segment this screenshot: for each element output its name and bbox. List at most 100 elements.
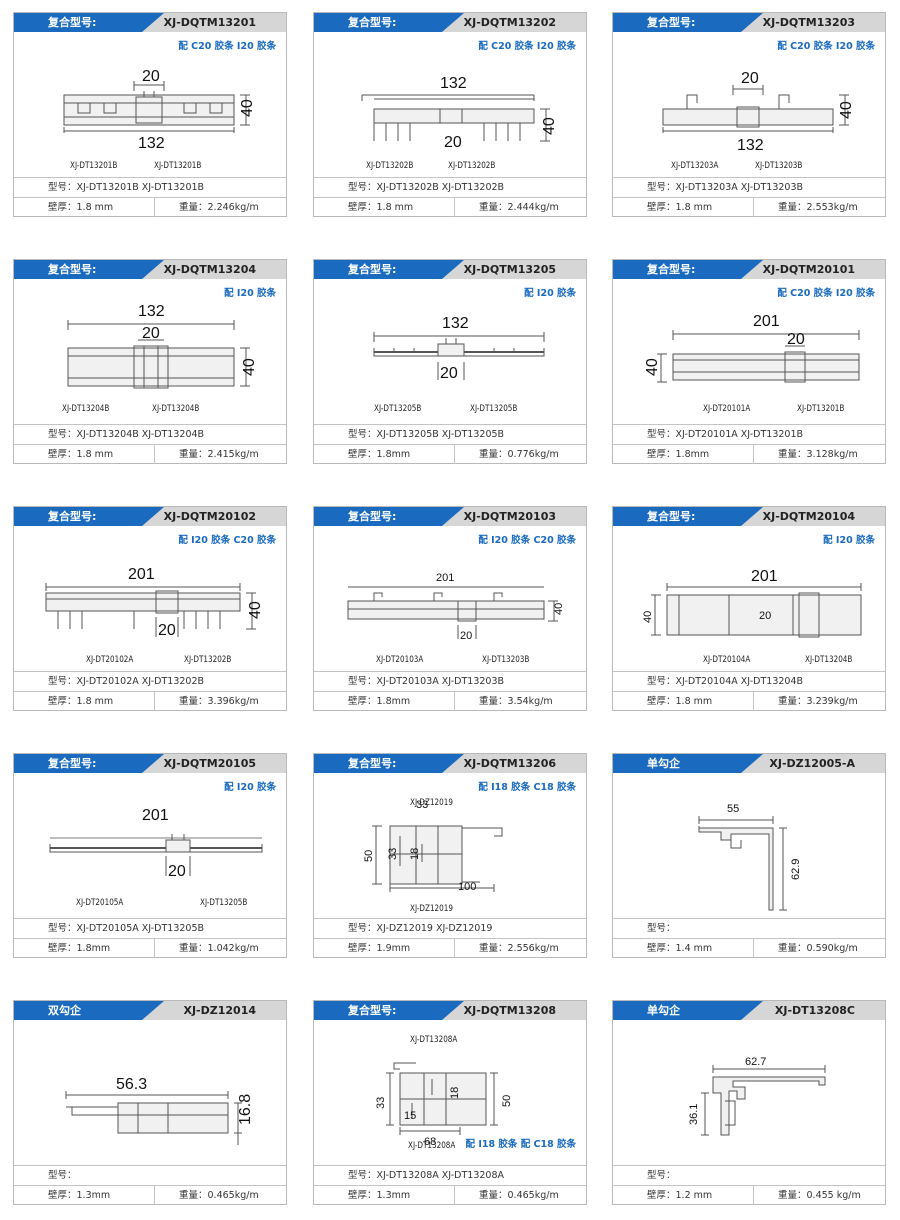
gasket-note: 配 C20 胶条 I20 胶条 [777, 288, 875, 299]
profile-drawing: 33 50 33 18 100 [363, 799, 503, 893]
card-title: 双勾企 [48, 1004, 81, 1017]
model-row: 型号：XJ-DZ12019 XJ-DZ12019 [314, 918, 586, 938]
model-value: XJ-DT20104A XJ-DT13204B [675, 676, 804, 687]
dim-label: 100 [458, 881, 476, 893]
gasket-note: 配 I18 胶条 C18 胶条 [478, 782, 576, 793]
spec-row: 壁厚：1.3mm 重量：0.465kg/m [314, 1185, 586, 1205]
card-code: XJ-DQTM20103 [463, 510, 556, 523]
dim-label: 56.3 [116, 1076, 147, 1093]
spec-row: 壁厚：1.8 mm 重量：2.444kg/m [314, 197, 586, 217]
card-code: XJ-DQTM13208 [463, 1004, 556, 1017]
profile-drawing: 201 20 40 [347, 572, 565, 642]
card-header: 复合型号: XJ-DQTM13205 [314, 260, 586, 279]
card-code: XJ-DQTM20101 [762, 263, 855, 276]
profile-card: 复合型号: XJ-DQTM13205 配 I20 胶条 132 20 XJ-DT… [313, 259, 587, 464]
wall-value: 1.8mm [376, 696, 411, 707]
profile-card: 复合型号: XJ-DQTM13203 配 C20 胶条 I20 胶条 20 13… [612, 12, 886, 217]
profile-card: 单勾企 XJ-DZ12005-A 55 62.9 型号： 壁厚：1.4 mm 重… [612, 753, 886, 958]
weight-value: 2.553kg/m [806, 202, 858, 213]
profile-drawing: 33 15 18 50 68 [375, 1062, 513, 1148]
card-code: XJ-DQTM20102 [163, 510, 256, 523]
weight-value: 2.415kg/m [207, 449, 259, 460]
card-header: 复合型号: XJ-DQTM13204 [14, 260, 286, 279]
profile-card: 单勾企 XJ-DT13208C 62.7 36.1 型号： 壁厚：1.2 mm … [612, 1000, 886, 1205]
spec-row: 壁厚：1.2 mm 重量：0.455 kg/m [613, 1185, 885, 1205]
dim-label: 20 [460, 630, 472, 642]
card-code: XJ-DQTM13203 [762, 16, 855, 29]
model-value: XJ-DT20101A XJ-DT13201B [675, 429, 804, 440]
card-code: XJ-DQTM13201 [163, 16, 256, 29]
dim-label: 40 [239, 99, 256, 117]
model-value: XJ-DT13203A XJ-DT13203B [675, 182, 804, 193]
dim-label: 50 [363, 850, 375, 862]
wall-value: 1.8 mm [76, 449, 114, 460]
wall-value: 1.3mm [76, 1190, 111, 1201]
dim-label: 20 [142, 68, 160, 85]
profile-card: 复合型号: XJ-DQTM13201 配 C20 胶条 I20 胶条 20 13… [13, 12, 287, 217]
profile-drawing: 20 132 40 [63, 68, 256, 152]
dim-label: 132 [440, 75, 467, 92]
model-row: 型号：XJ-DT20102A XJ-DT13202B [14, 671, 286, 691]
profile-drawing: 201 20 40 [45, 566, 264, 639]
dim-label: 132 [442, 315, 469, 332]
card-title: 复合型号: [348, 1004, 397, 1017]
dim-label: 20 [787, 331, 805, 348]
card-header: 复合型号: XJ-DQTM13201 [14, 13, 286, 32]
dim-label: 201 [751, 568, 778, 585]
gasket-note: 配 I20 胶条 [524, 288, 576, 299]
card-title: 复合型号: [48, 757, 97, 770]
dim-label: 15 [404, 1110, 416, 1122]
card-title: 复合型号: [647, 263, 696, 276]
part-label: XJ-DT13202B [448, 161, 496, 171]
gasket-note: 配 I20 胶条 [224, 288, 276, 299]
part-label: XJ-DT13201B [797, 404, 845, 414]
profile-card: 复合型号: XJ-DQTM13204 配 I20 胶条 132 20 40 XJ… [13, 259, 287, 464]
wall-value: 1.9mm [376, 943, 411, 954]
spec-row: 壁厚：1.8mm 重量：0.776kg/m [314, 444, 586, 464]
model-row: 型号：XJ-DT13208A XJ-DT13208A [314, 1165, 586, 1185]
model-row: 型号：XJ-DT13204B XJ-DT13204B [14, 424, 286, 444]
gasket-note: 配 I18 胶条 配 C18 胶条 [465, 1139, 576, 1150]
dim-label: 20 [440, 365, 458, 382]
part-label: XJ-DT13203A [671, 161, 719, 171]
part-label: XJ-DT13208A [410, 1035, 458, 1045]
profile-card: 复合型号: XJ-DQTM13206 配 I18 胶条 C18 胶条 33 50… [313, 753, 587, 958]
model-value: XJ-DT13208A XJ-DT13208A [376, 1170, 505, 1181]
card-code: XJ-DQTM13202 [463, 16, 556, 29]
card-code: XJ-DQTM13205 [463, 263, 556, 276]
part-label: XJ-DT13201B [154, 161, 202, 171]
wall-value: 1.8mm [76, 943, 111, 954]
spec-row: 壁厚：1.8 mm 重量：2.553kg/m [613, 197, 885, 217]
profile-card: 复合型号: XJ-DQTM20101 配 C20 胶条 I20 胶条 201 2… [612, 259, 886, 464]
profile-drawing: 201 20 [49, 807, 263, 880]
card-header: 单勾企 XJ-DZ12005-A [613, 754, 885, 773]
part-label: XJ-DT13202B [184, 655, 232, 665]
spec-row: 壁厚：1.8 mm 重量：2.415kg/m [14, 444, 286, 464]
card-title: 复合型号: [348, 757, 397, 770]
gasket-note: 配 I20 胶条 [224, 782, 276, 793]
model-row: 型号：XJ-DT20103A XJ-DT13203B [314, 671, 586, 691]
profile-card: 双勾企 XJ-DZ12014 56.3 16.8 型号： 壁厚：1.3mm 重量… [13, 1000, 287, 1205]
dim-label: 18 [409, 848, 421, 860]
gasket-note: 配 C20 胶条 I20 胶条 [178, 41, 276, 52]
profile-card: 复合型号: XJ-DQTM13202 配 C20 胶条 I20 胶条 132 2… [313, 12, 587, 217]
weight-value: 0.455 kg/m [806, 1190, 861, 1201]
model-value: XJ-DT13202B XJ-DT13202B [376, 182, 505, 193]
profile-card: 复合型号: XJ-DQTM20105 配 I20 胶条 201 20 XJ-DT… [13, 753, 287, 958]
part-label: XJ-DT13201B [70, 161, 118, 171]
card-title: 复合型号: [647, 510, 696, 523]
weight-value: 3.54kg/m [507, 696, 553, 707]
card-header: 复合型号: XJ-DQTM20101 [613, 260, 885, 279]
card-title: 复合型号: [48, 510, 97, 523]
weight-value: 0.776kg/m [507, 449, 559, 460]
card-title: 复合型号: [48, 16, 97, 29]
dim-label: 16.8 [237, 1094, 254, 1125]
card-header: 复合型号: XJ-DQTM13206 [314, 754, 586, 773]
part-label: XJ-DT13205B [374, 404, 422, 414]
wall-value: 1.2 mm [675, 1190, 713, 1201]
wall-value: 1.8 mm [675, 202, 713, 213]
part-label: XJ-DZ12019 [410, 904, 453, 914]
part-label: XJ-DT13205B [470, 404, 518, 414]
dim-label: 201 [436, 572, 454, 584]
profile-drawing: 201 20 40 [644, 313, 860, 383]
